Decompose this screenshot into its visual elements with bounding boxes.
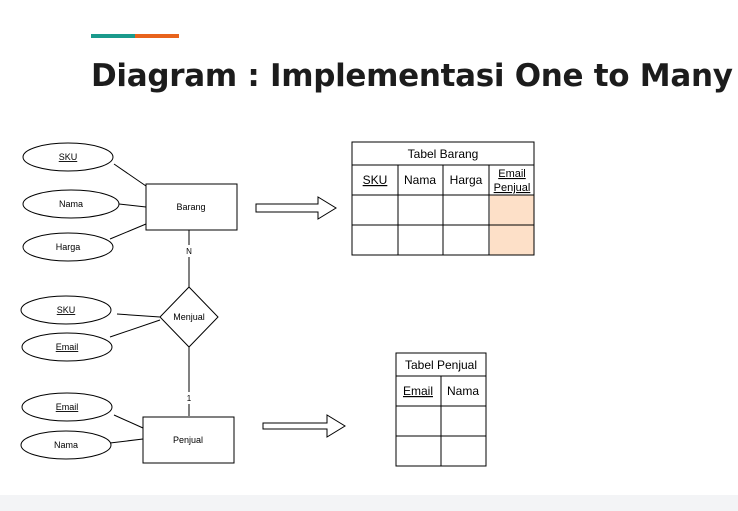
connector-line <box>118 203 147 208</box>
attribute-label: SKU <box>59 152 78 162</box>
connector-line <box>113 163 147 187</box>
column-header: Email <box>498 168 526 180</box>
table-title: Tabel Barang <box>408 147 479 161</box>
connector-line <box>109 319 161 338</box>
table-title: Tabel Penjual <box>405 358 477 372</box>
attribute-harga: Harga <box>22 232 114 262</box>
attribute-label: Email <box>56 342 79 352</box>
table-barang: Tabel Barang SKU Nama Harga Email Penjua… <box>351 141 535 256</box>
attribute-label: Nama <box>54 440 78 450</box>
relationship-label: Menjual <box>173 312 205 322</box>
cardinality-label: 1 <box>187 394 192 403</box>
column-header: Nama <box>447 384 479 398</box>
entity-penjual: Penjual <box>142 416 235 464</box>
attribute-label: Email <box>56 402 79 412</box>
accent-bar-teal <box>91 34 135 38</box>
connector-line <box>109 438 144 444</box>
column-header: Penjual <box>494 182 531 194</box>
column-header: Harga <box>450 173 483 187</box>
accent-bar-orange <box>135 34 179 38</box>
attribute-sku: SKU <box>22 142 114 172</box>
cardinality-label: N <box>186 247 192 256</box>
entity-label: Barang <box>176 202 205 212</box>
attribute-sku: SKU <box>20 295 112 325</box>
relationship-menjual: Menjual <box>159 286 219 348</box>
attribute-label: Nama <box>59 199 83 209</box>
column-header: SKU <box>363 173 388 187</box>
attribute-label: SKU <box>57 305 76 315</box>
entity-label: Penjual <box>173 435 203 445</box>
connector-line <box>116 313 161 318</box>
attribute-nama: Nama <box>20 430 112 460</box>
entity-barang: Barang <box>145 183 238 231</box>
arrow-right-icon <box>262 414 346 438</box>
connector-line <box>113 414 144 429</box>
slide-title: Diagram : Implementasi One to Many <box>91 58 733 94</box>
attribute-email: Email <box>21 332 113 362</box>
footer-band <box>0 495 738 511</box>
arrow-right-icon <box>255 196 337 220</box>
column-header: Email <box>403 384 433 398</box>
table-penjual: Tabel Penjual Email Nama <box>395 352 487 467</box>
connector-line <box>109 223 147 240</box>
column-header: Nama <box>404 173 436 187</box>
attribute-nama: Nama <box>22 189 120 219</box>
attribute-label: Harga <box>56 242 81 252</box>
attribute-email: Email <box>21 392 113 422</box>
